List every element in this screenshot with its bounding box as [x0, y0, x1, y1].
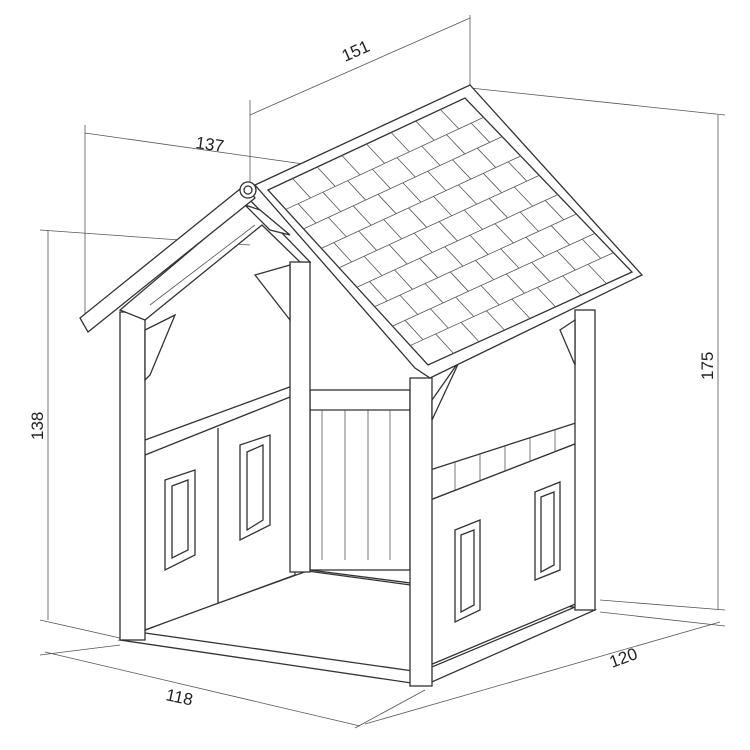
post-back-right [574, 309, 596, 611]
shingle-line [292, 178, 311, 199]
shingle-line [483, 173, 502, 193]
shingle-line [440, 109, 460, 130]
shingle-line [488, 198, 508, 219]
shingle-line [480, 285, 500, 306]
shingle-line [556, 250, 576, 271]
shingle-line [377, 194, 397, 214]
shingle-line [463, 209, 483, 230]
shingle-line [544, 200, 565, 221]
shingle-line [328, 217, 347, 238]
shingle-line [408, 207, 427, 228]
shingle-line [458, 184, 477, 205]
roof-left-plane [79, 184, 256, 333]
shingle-line [392, 232, 596, 327]
shingle-line [352, 205, 372, 226]
shingle-line [372, 168, 391, 189]
shingle-line [388, 244, 408, 265]
shingle-line [358, 230, 377, 251]
dim-base-width: 118 [164, 685, 194, 709]
shingle-line [562, 275, 582, 296]
post-front-left [119, 311, 146, 641]
shingle-line [404, 320, 424, 341]
shingle-line [297, 203, 317, 224]
back-wall [309, 389, 411, 571]
shingle-line [433, 196, 452, 217]
shingle-line [500, 248, 520, 269]
shingle-line [390, 132, 410, 153]
shingle-line [475, 260, 494, 280]
shingle-line [438, 221, 458, 242]
shingle-line [449, 271, 469, 292]
shingle-line [531, 262, 551, 282]
dim-roof-depth: 151 [339, 37, 373, 66]
dim-base-depth: 120 [607, 644, 640, 672]
post-front-right [409, 377, 433, 687]
shingle-line [341, 155, 361, 176]
roof [79, 84, 644, 379]
post-back-left [289, 261, 311, 573]
shingle-line [581, 238, 602, 259]
shingle-line [374, 213, 577, 308]
dim-total-height: 175 [698, 352, 717, 380]
shingle-line [396, 157, 416, 178]
shingle-line [494, 223, 514, 244]
shingle-line [333, 242, 352, 263]
shingle-line [402, 182, 422, 203]
shingle-line [419, 258, 438, 278]
house-body [117, 199, 598, 687]
shingle-line [399, 294, 419, 315]
shingle-line [470, 122, 490, 143]
shingle-line [424, 283, 444, 304]
shingle-line [511, 298, 531, 319]
shingle-line [363, 255, 383, 276]
front-gable [118, 199, 312, 321]
dim-wall-height: 138 [28, 412, 47, 440]
shingle-line [536, 287, 556, 308]
shingle-line [519, 211, 539, 232]
shingle-line [455, 296, 475, 317]
shingle-line [316, 166, 336, 187]
shingle-line [435, 333, 454, 354]
shingle-line [394, 269, 413, 290]
shingle-line [322, 191, 342, 212]
shingle-line [469, 234, 489, 255]
dimension-lines [39, 15, 726, 729]
shingle-line [506, 273, 525, 294]
shingle-line [507, 161, 528, 182]
shingle-line [415, 120, 435, 141]
shingle-line [413, 232, 433, 253]
shingle-line [452, 159, 472, 180]
roof-ornament [239, 181, 257, 199]
shingle-line [366, 143, 385, 164]
shingle-line [460, 322, 480, 343]
shingle-line [587, 264, 607, 284]
shingle-line [525, 236, 545, 257]
shingle-line [303, 136, 503, 230]
shingle-line [427, 170, 447, 191]
shingle-line [513, 186, 533, 207]
shingle-line [383, 219, 402, 240]
shingle-line [444, 246, 464, 267]
dim-roof-width: 137 [194, 133, 225, 156]
shingle-line [477, 147, 497, 168]
shingle-line [550, 225, 570, 246]
shingle-line [486, 310, 505, 331]
shingle-line [430, 308, 449, 329]
shingle-line [369, 281, 388, 302]
shingle-line [446, 134, 466, 155]
shingle-line [347, 180, 366, 201]
shingle-line [421, 145, 441, 166]
